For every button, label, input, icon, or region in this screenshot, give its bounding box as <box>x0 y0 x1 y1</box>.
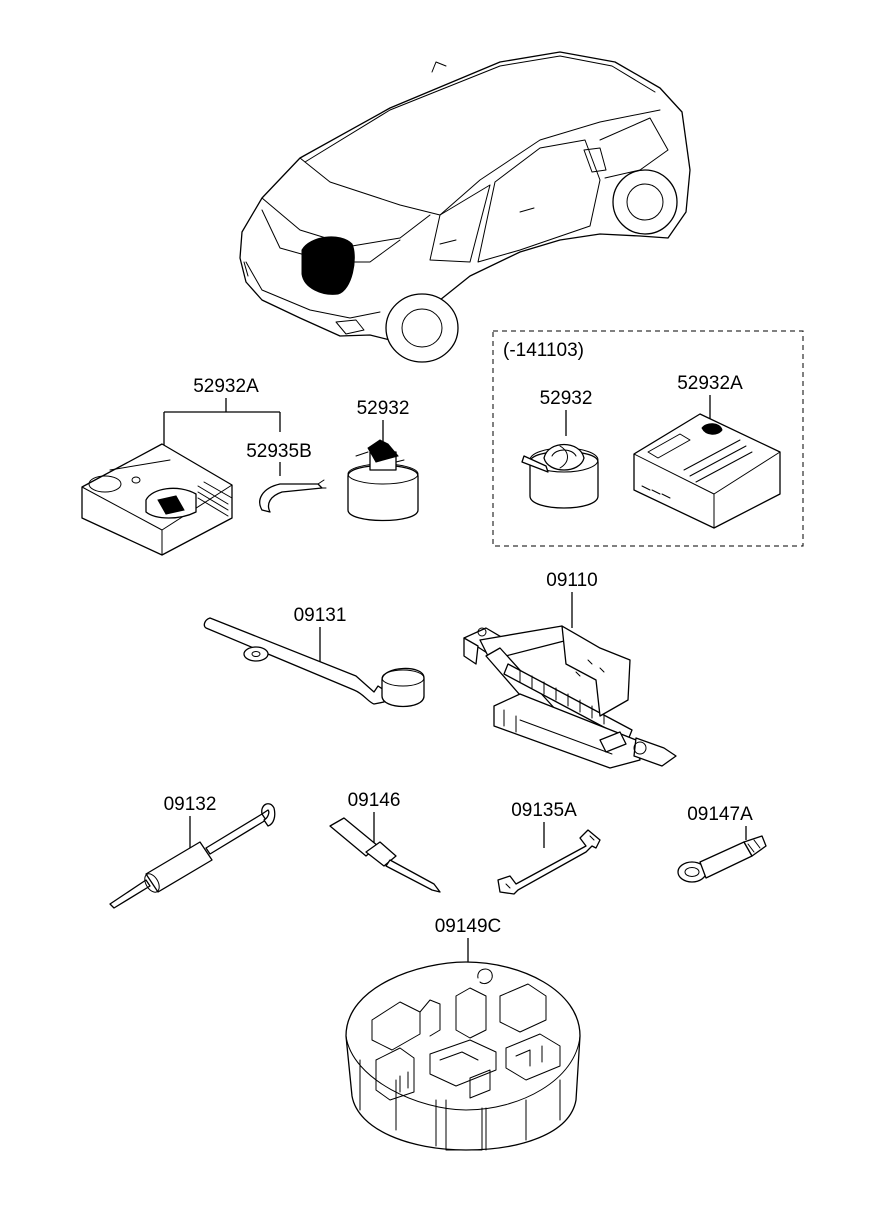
region-sealant-label[interactable]: 52932 <box>540 388 593 409</box>
wheel-wrench-label[interactable]: 09131 <box>294 605 347 626</box>
spare-location-marker <box>301 236 355 295</box>
sealant-label[interactable]: 52932 <box>357 398 410 419</box>
car-illustration <box>239 51 691 363</box>
spanner-part: 09135A <box>497 800 601 895</box>
region-box <box>492 330 804 547</box>
hook-tool-part: 09132 <box>109 794 276 909</box>
tray-part: 09149C <box>345 916 581 1151</box>
region-compressor-label[interactable]: 52932A <box>677 373 743 394</box>
region-label: (-141103) <box>503 340 584 361</box>
screwdriver-part: 09146 <box>329 790 441 893</box>
spanner-label[interactable]: 09135A <box>511 800 577 821</box>
hose-label[interactable]: 52935B <box>246 441 312 462</box>
compressor-kit-part: 52932A <box>81 376 281 556</box>
compressor-kit-label[interactable]: 52932A <box>193 376 259 397</box>
tow-hook-label[interactable]: 09147A <box>687 804 753 825</box>
sealant-bottle-part: 52932 <box>347 398 419 522</box>
screwdriver-label[interactable]: 09146 <box>348 790 401 811</box>
jack-part: 09110 <box>463 570 677 769</box>
hook-tool-label[interactable]: 09132 <box>164 794 217 815</box>
tow-hook-part: 09147A <box>677 804 767 883</box>
wheel-wrench-part: 09131 <box>203 605 425 708</box>
jack-label[interactable]: 09110 <box>546 570 597 591</box>
region-sealant-part: 52932 <box>521 388 599 509</box>
tray-label[interactable]: 09149C <box>435 916 502 937</box>
region-compressor-part: 52932A <box>633 373 781 529</box>
hose-part: 52935B <box>246 441 327 513</box>
